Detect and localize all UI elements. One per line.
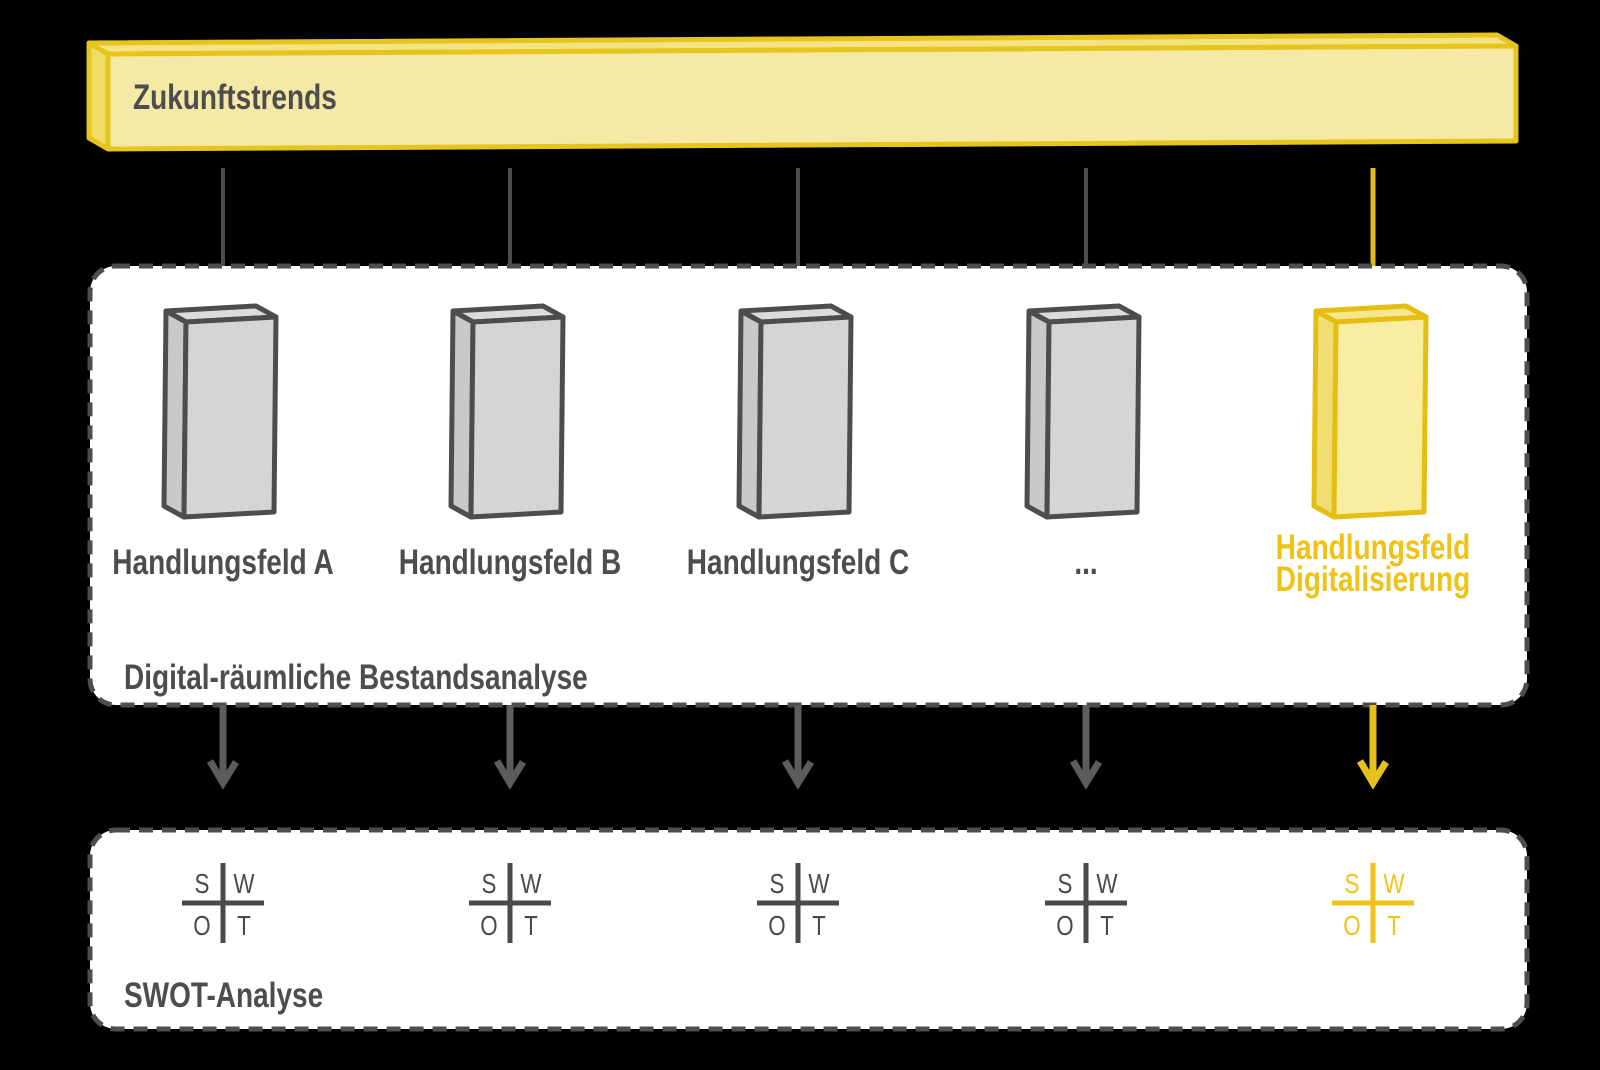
flow-arrows bbox=[206, 705, 1389, 790]
top-connectors bbox=[221, 168, 1376, 266]
swot-cross-2 bbox=[469, 863, 551, 943]
swot-4-letter-o: O bbox=[1056, 910, 1074, 941]
zukunftstrends-bar bbox=[86, 32, 1519, 152]
label-handlungsfeld-a: Handlungsfeld A bbox=[112, 543, 334, 582]
box-d-front bbox=[1044, 314, 1142, 520]
swot-2-letter-w: W bbox=[520, 868, 542, 899]
box-e-front bbox=[1331, 314, 1429, 520]
swot-3-letter-o: O bbox=[768, 910, 786, 941]
swot-2-letter-o: O bbox=[480, 910, 498, 941]
label-handlungsfeld-b: Handlungsfeld B bbox=[398, 543, 622, 582]
analysis-caption-text: Digital-räumliche Bestandsanalyse bbox=[124, 658, 588, 697]
handlungsfeld-box-a bbox=[161, 303, 279, 520]
swot-1-letter-o: O bbox=[193, 910, 211, 941]
arrow-head-4 bbox=[1069, 759, 1102, 790]
swot-5-letter-o: O bbox=[1343, 910, 1361, 941]
handlungsfeld-box-c bbox=[736, 303, 854, 520]
label-handlungsfeld-digitalisierung: Handlungsfeld Digitalisierung bbox=[1275, 528, 1471, 599]
swot-3-letter-w: W bbox=[808, 868, 830, 899]
label-ellipsis: ... bbox=[1074, 543, 1098, 582]
swot-2-letter-s: S bbox=[481, 868, 497, 899]
handlungsfeld-box-b bbox=[448, 303, 566, 520]
swot-container bbox=[87, 827, 1530, 1032]
swot-5-letter-t: T bbox=[1387, 910, 1401, 941]
analysis-caption: Digital-räumliche Bestandsanalyse bbox=[124, 660, 704, 696]
label-handlungsfeld-c: Handlungsfeld C bbox=[686, 543, 910, 582]
swot-5-letter-s: S bbox=[1344, 868, 1360, 899]
handlungsfeld-box-ellipsis bbox=[1024, 303, 1142, 520]
swot-3-letter-s: S bbox=[769, 868, 785, 899]
swot-caption-text: SWOT-Analyse bbox=[124, 976, 324, 1015]
swot-cross-3 bbox=[757, 863, 839, 943]
swot-5-letter-w: W bbox=[1383, 868, 1405, 899]
swot-4-letter-s: S bbox=[1057, 868, 1073, 899]
swot-1-letter-w: W bbox=[233, 868, 255, 899]
swot-cross-1 bbox=[182, 863, 264, 943]
arrow-head-3 bbox=[781, 759, 814, 790]
zukunftstrends-label-text: Zukunftstrends bbox=[133, 78, 337, 117]
swot-cross-digitalisierung bbox=[1332, 863, 1414, 943]
zukunftstrends-label: Zukunftstrends bbox=[133, 80, 388, 116]
arrow-head-2 bbox=[493, 759, 526, 790]
swot-cross-4 bbox=[1045, 863, 1127, 943]
box-c-front bbox=[756, 314, 854, 520]
swot-4-letter-w: W bbox=[1096, 868, 1118, 899]
swot-1-letter-t: T bbox=[237, 910, 251, 941]
swot-caption: SWOT-Analyse bbox=[124, 978, 373, 1014]
swot-4-letter-t: T bbox=[1100, 910, 1114, 941]
bar-front-face bbox=[105, 43, 1519, 152]
box-b-front bbox=[468, 314, 566, 520]
swot-3-letter-t: T bbox=[812, 910, 826, 941]
arrow-head-digitalisierung bbox=[1356, 759, 1389, 790]
arrow-head-1 bbox=[206, 759, 239, 790]
swot-2-letter-t: T bbox=[524, 910, 538, 941]
handlungsfeld-box-digitalisierung bbox=[1311, 303, 1429, 520]
bar-left-face bbox=[86, 40, 111, 152]
box-a-front bbox=[181, 314, 279, 520]
swot-1-letter-s: S bbox=[194, 868, 210, 899]
